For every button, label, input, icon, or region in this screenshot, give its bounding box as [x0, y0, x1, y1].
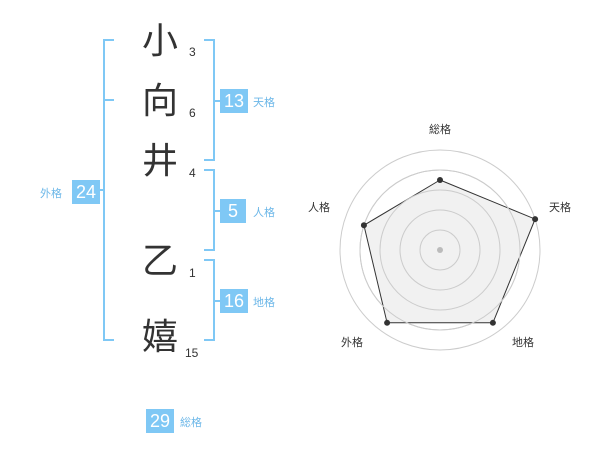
radar-point-gaikaku	[384, 319, 391, 326]
tenkaku-label: 天格	[253, 96, 275, 109]
stroke-count-5: 15	[185, 346, 199, 360]
stroke-count-3: 4	[189, 166, 196, 180]
radar-grid-ring-overlay	[399, 209, 481, 291]
radar-point-soukaku	[437, 177, 443, 183]
radar-center-dot	[437, 247, 443, 253]
soukaku-value: 29	[146, 409, 174, 433]
radar-label-gaikaku: 外格	[341, 336, 363, 349]
chikaku-label: 地格	[253, 296, 275, 309]
radar-label-chikaku: 地格	[512, 336, 534, 349]
jinkaku-label: 人格	[253, 206, 275, 219]
radar-grid-ring-overlay	[419, 229, 461, 271]
radar-label-jinkaku: 人格	[308, 201, 330, 214]
gaikaku-value: 24	[72, 180, 100, 204]
soukaku-label: 総格	[180, 416, 202, 429]
stroke-count-1: 3	[189, 45, 196, 59]
name-char-2: 向	[141, 81, 178, 122]
radar-label-soukaku: 総格	[429, 123, 451, 136]
radar-point-chikaku	[489, 319, 496, 326]
name-char-3: 井	[141, 141, 178, 182]
gaikaku-label: 外格	[40, 187, 62, 200]
radar-grid-ring-overlay	[379, 189, 501, 311]
name-char-1: 小	[141, 21, 178, 62]
radar-points	[360, 177, 539, 326]
name-char-4: 乙	[141, 241, 178, 282]
radar-grid-ring-overlay	[359, 169, 521, 331]
radar-polygon	[363, 179, 536, 324]
name-char-5: 嬉	[141, 317, 178, 358]
radar-point-tenkaku	[532, 216, 539, 223]
jinkaku-value: 5	[220, 199, 246, 223]
tenkaku-value: 13	[220, 89, 248, 113]
stroke-count-4: 1	[189, 266, 196, 280]
radar-point-jinkaku	[360, 222, 367, 229]
stroke-count-2: 6	[189, 106, 196, 120]
radar-label-tenkaku: 天格	[549, 201, 571, 214]
chikaku-value: 16	[220, 289, 248, 313]
